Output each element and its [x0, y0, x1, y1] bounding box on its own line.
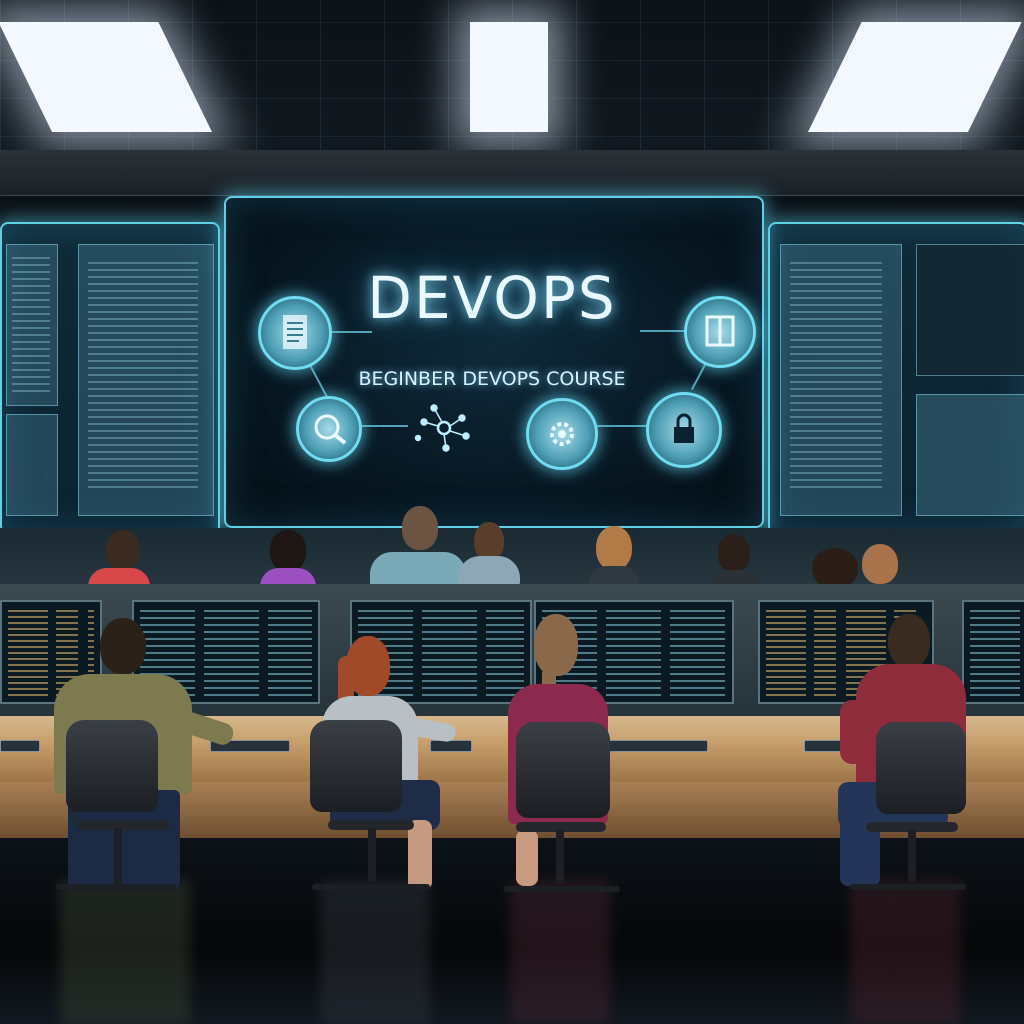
- office-chair: [516, 722, 610, 818]
- chair-base: [56, 884, 176, 890]
- keyboard: [608, 740, 708, 752]
- chair-base: [312, 884, 430, 890]
- package-icon: [684, 296, 756, 368]
- connector-line: [358, 425, 408, 427]
- connector-line: [328, 331, 372, 333]
- floor-reflection: [510, 880, 610, 1024]
- floor-reflection: [320, 880, 430, 1024]
- gear-icon: [526, 398, 598, 470]
- side-screen-left: [0, 222, 220, 534]
- office-chair: [310, 720, 402, 812]
- text-lines: [88, 258, 198, 488]
- office-chair: [66, 720, 158, 812]
- keyboard: [0, 740, 40, 752]
- course-subtitle: BEGINBER DEVOPS COURSE: [358, 368, 626, 390]
- chair-seat: [76, 820, 170, 830]
- chair-seat: [516, 822, 606, 832]
- chair-seat: [866, 822, 958, 832]
- keyboard: [210, 740, 290, 752]
- code-panel: [916, 244, 1024, 376]
- document-panel: [780, 244, 902, 516]
- course-title: DEVOPS: [367, 264, 617, 332]
- document-panel: [78, 244, 214, 516]
- connector-line: [640, 330, 686, 332]
- office-chair: [876, 722, 966, 814]
- chair-stem: [114, 828, 122, 884]
- floor-reflection: [60, 880, 190, 1024]
- keyboard: [430, 740, 472, 752]
- text-lines: [790, 258, 882, 488]
- document-icon: [258, 296, 332, 370]
- chair-seat: [328, 820, 414, 830]
- workflow-icon: [404, 396, 484, 456]
- ceiling-light-center: [470, 22, 548, 132]
- text-lines: [12, 252, 50, 392]
- chair-base: [850, 884, 966, 890]
- magnifier-icon: [296, 396, 362, 462]
- ceiling-soffit: [0, 150, 1024, 196]
- chair-stem: [908, 830, 916, 882]
- code-panel: [6, 414, 58, 516]
- chair-stem: [556, 830, 564, 884]
- connector-line: [592, 425, 650, 427]
- chair-stem: [368, 828, 376, 882]
- floor-reflection: [850, 880, 960, 1024]
- chair-base: [504, 886, 620, 892]
- lock-icon: [646, 392, 722, 468]
- code-panel: [6, 244, 58, 406]
- side-screen-right: [768, 222, 1024, 534]
- monitor: [962, 600, 1024, 704]
- dashboard-panel: [916, 394, 1024, 516]
